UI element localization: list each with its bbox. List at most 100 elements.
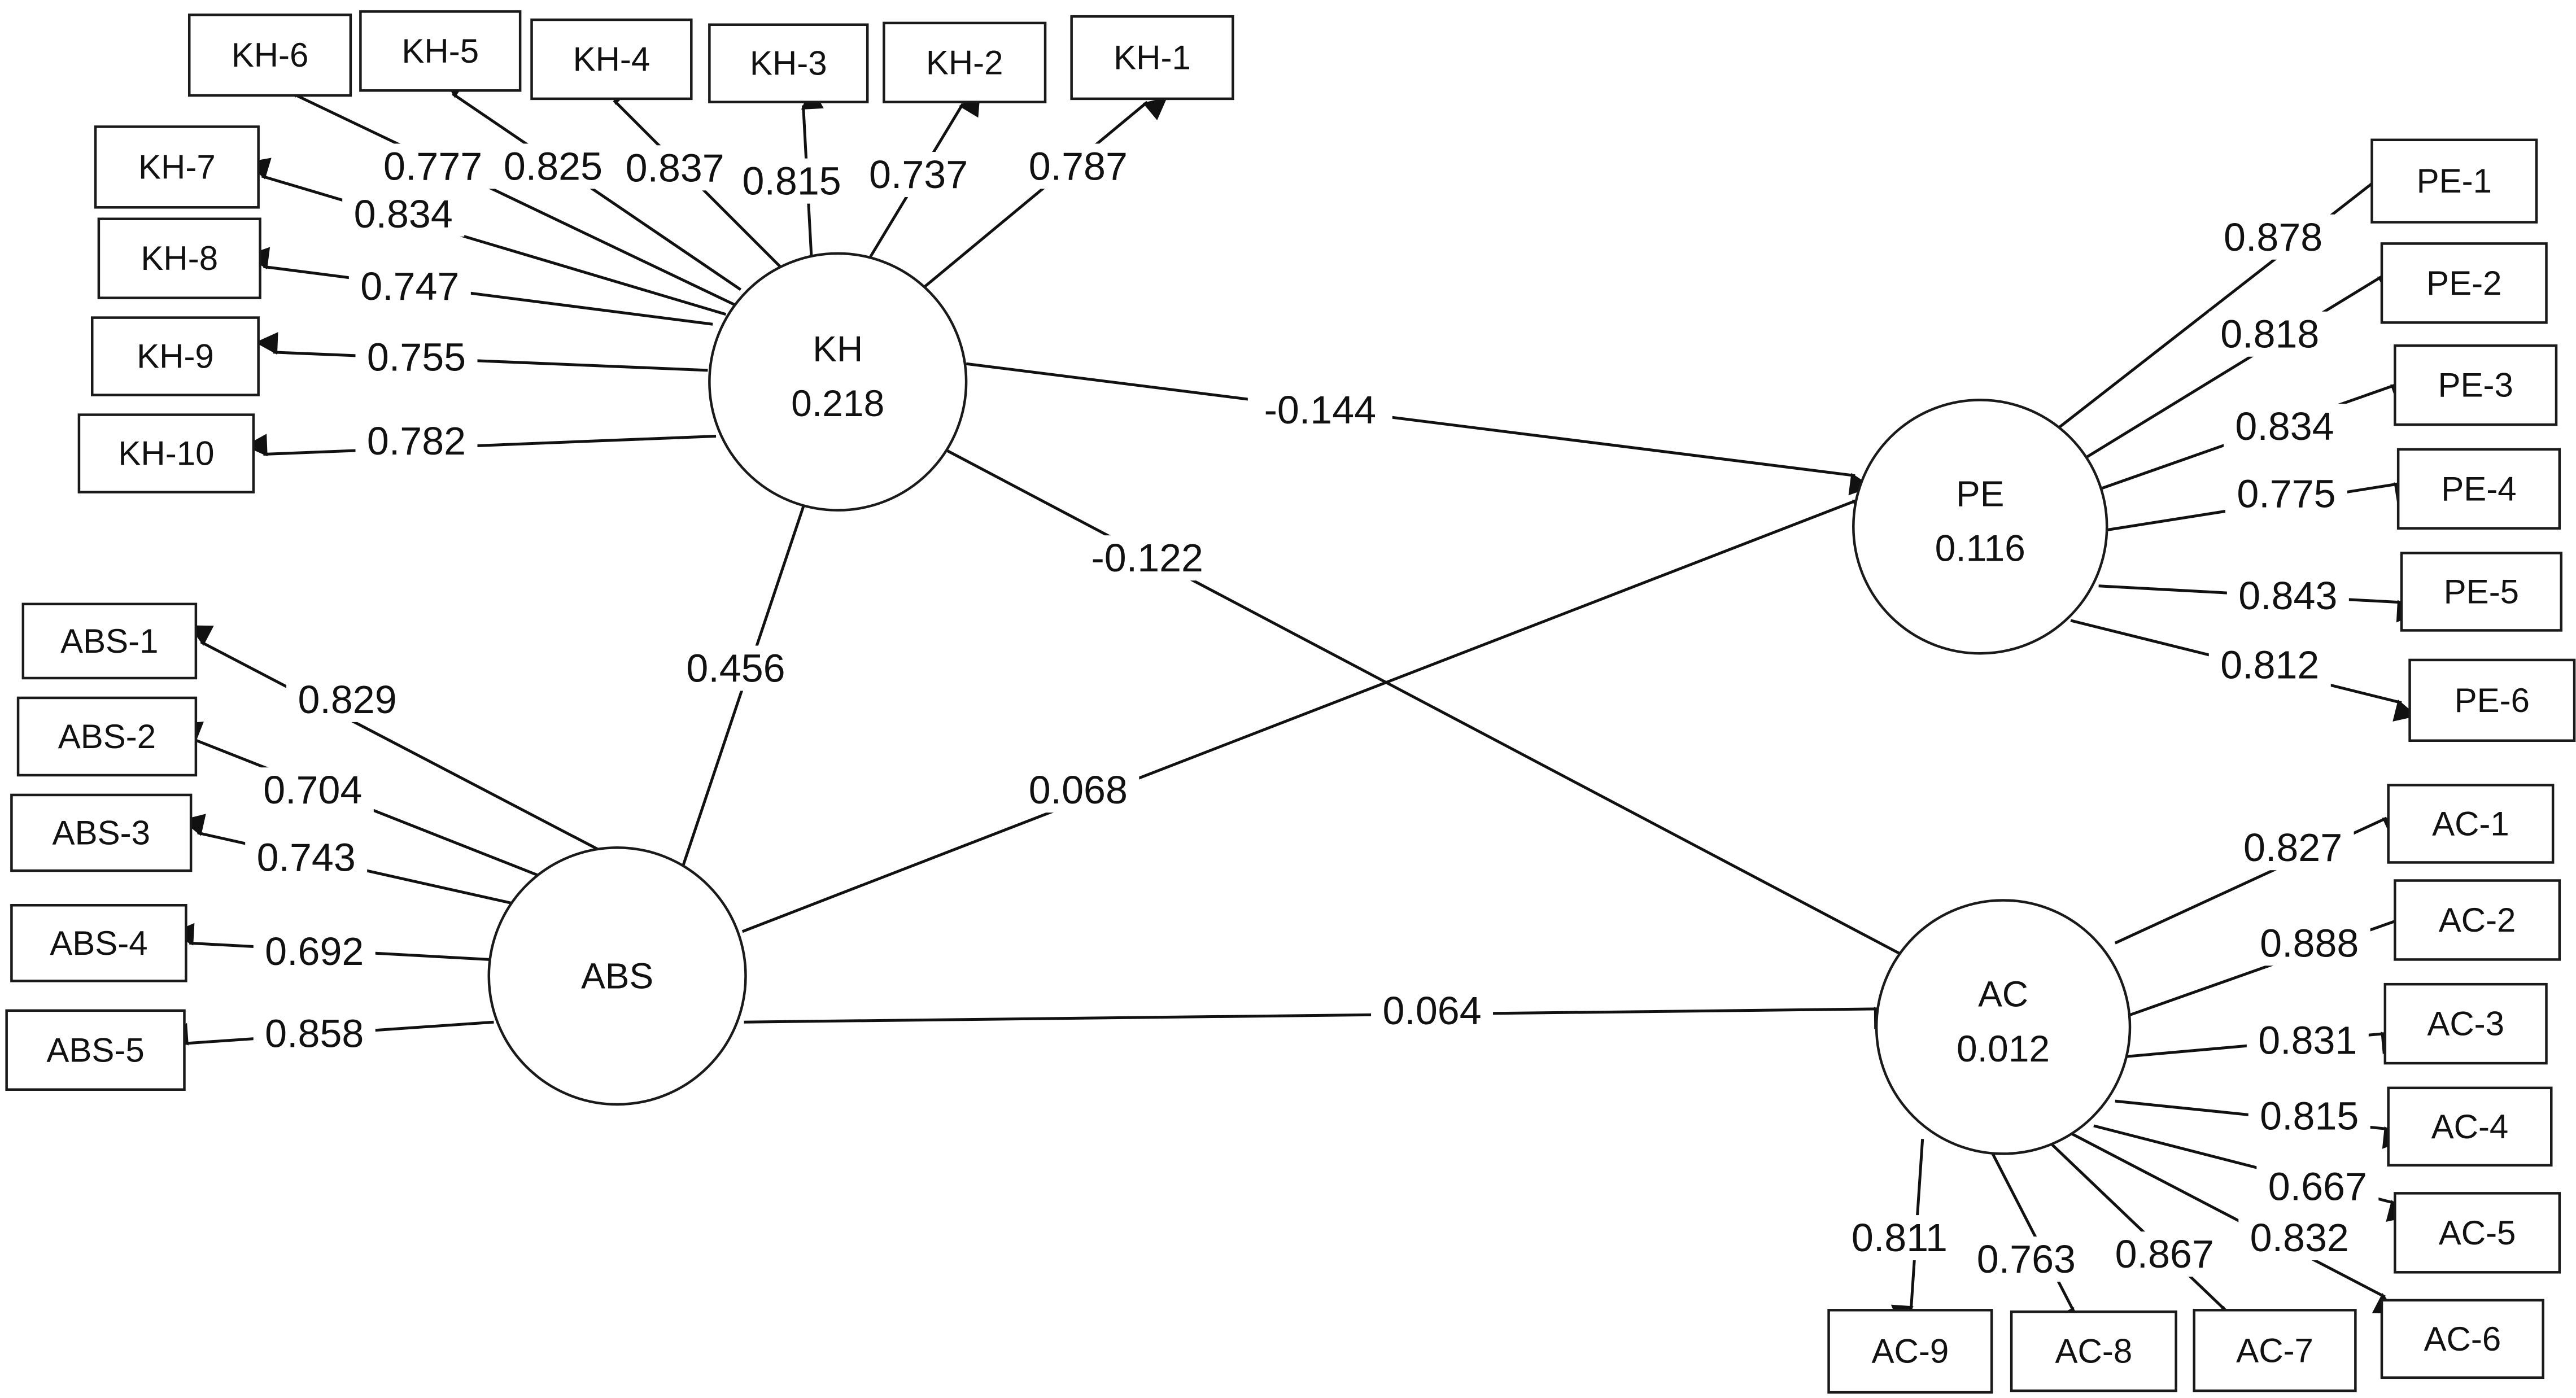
indicator-label-kh-7: KH-7 <box>138 148 216 186</box>
loading-label-kh-9-group: 0.755 <box>355 334 478 380</box>
loading-label-pe-2: 0.818 <box>2220 312 2319 356</box>
loading-label-ac-4-bg <box>2248 1093 2370 1139</box>
indicator-box-kh-10 <box>77 413 255 493</box>
indicator-box-pe-2 <box>2380 242 2548 324</box>
loading-label-ac-8-group: 0.763 <box>1965 1236 2088 1282</box>
indicator-label-pe-4: PE-4 <box>2441 470 2516 508</box>
loading-arrow-kh-9 <box>255 332 708 372</box>
loading-label-ac-9-bg <box>1838 1215 1961 1261</box>
loading-label-pe-6: 0.812 <box>2220 643 2319 687</box>
loading-label-kh-4-group: 0.837 <box>614 145 736 191</box>
indicator-abs-3: ABS-3 <box>10 793 193 872</box>
indicator-ac-8: AC-8 <box>2010 1310 2177 1392</box>
loading-label-pe-5: 0.843 <box>2238 574 2337 618</box>
indicator-label-pe-2: PE-2 <box>2426 264 2501 302</box>
indicator-label-kh-6: KH-6 <box>232 36 309 74</box>
indicator-label-abs-1: ABS-1 <box>60 622 158 660</box>
construct-circle-abs <box>487 846 747 1106</box>
indicator-kh-9: KH-9 <box>90 316 260 396</box>
loading-arrow-ac-6 <box>2068 1131 2398 1314</box>
path-coef-abs-to-ac-bg <box>1371 988 1494 1033</box>
indicator-ac-6: AC-6 <box>2380 1299 2544 1379</box>
loading-label-kh-6: 0.777 <box>383 144 482 188</box>
indicator-box-kh-6 <box>187 13 352 97</box>
loading-label-ac-5: 0.667 <box>2268 1165 2367 1209</box>
indicator-label-kh-3: KH-3 <box>750 45 827 82</box>
construct-kh: KH 0.218 <box>708 252 968 512</box>
indicator-label-ac-4: AC-4 <box>2431 1108 2509 1146</box>
indicator-ac-2: AC-2 <box>2394 879 2561 961</box>
loading-arrow-pe-2 <box>2080 274 2403 462</box>
loading-label-ac-8-bg <box>1965 1236 2088 1282</box>
indicator-box-kh-3 <box>708 23 869 103</box>
indicator-box-pe-1 <box>2370 138 2538 224</box>
indicator-box-kh-4 <box>530 18 693 101</box>
indicator-label-kh-5: KH-5 <box>401 32 479 70</box>
loading-label-ac-4-group: 0.815 <box>2248 1093 2370 1139</box>
loading-label-pe-6-group: 0.812 <box>2208 642 2331 688</box>
loading-label-kh-10-group: 0.782 <box>355 418 478 464</box>
indicator-box-abs-5 <box>5 1009 186 1091</box>
loading-label-kh-8: 0.747 <box>360 264 459 308</box>
indicator-box-kh-2 <box>883 21 1047 103</box>
indicator-ac-4: AC-4 <box>2387 1086 2553 1167</box>
loading-label-abs-3-group: 0.743 <box>245 835 368 880</box>
loading-label-kh-7: 0.834 <box>354 192 453 236</box>
indicator-pe-2: PE-2 <box>2380 242 2548 324</box>
loading-label-kh-8-bg <box>348 264 471 309</box>
construct-name-kh: KH <box>813 329 863 369</box>
indicator-kh-6: KH-6 <box>187 13 352 97</box>
indicator-box-ac-8 <box>2010 1310 2177 1392</box>
loading-label-kh-10-bg <box>355 418 478 464</box>
indicator-kh-8: KH-8 <box>97 217 261 299</box>
loading-label-pe-1: 0.878 <box>2224 215 2322 259</box>
construct-pe: PE0.116 <box>1852 399 2108 655</box>
indicator-box-ac-7 <box>2193 1309 2357 1392</box>
indicator-label-ac-8: AC-8 <box>2055 1333 2133 1370</box>
loading-label-ac-4: 0.815 <box>2260 1094 2359 1138</box>
indicator-label-abs-2: ABS-2 <box>58 718 156 755</box>
path-coef-kh-to-ac-bg <box>1075 535 1220 581</box>
indicator-box-ac-9 <box>1827 1309 1993 1394</box>
indicator-box-ac-4 <box>2387 1086 2553 1167</box>
loading-arrow-kh-8 <box>246 247 713 326</box>
loading-label-kh-4: 0.837 <box>626 146 724 190</box>
path-coef-abs-to-pe: 0.068 <box>1029 768 1128 812</box>
loading-label-pe-3-group: 0.834 <box>2224 403 2346 449</box>
indicator-label-kh-10: KH-10 <box>118 435 214 473</box>
indicator-ac-5: AC-5 <box>2394 1192 2561 1274</box>
loading-label-kh-1: 0.787 <box>1029 144 1128 188</box>
indicator-box-ac-6 <box>2380 1299 2544 1379</box>
loading-label-pe-2-bg <box>2208 311 2331 357</box>
indicator-box-kh-9 <box>90 316 260 396</box>
indicator-pe-4: PE-4 <box>2396 448 2561 530</box>
indicator-label-ac-9: AC-9 <box>1872 1333 1949 1370</box>
loading-label-kh-7-group: 0.834 <box>342 191 465 237</box>
construct-r2-pe: 0.116 <box>1935 527 2025 569</box>
loading-label-ac-3: 0.831 <box>2258 1018 2357 1062</box>
loading-arrow-ac-8 <box>1984 1138 2076 1333</box>
indicator-label-pe-1: PE-1 <box>2417 162 2492 200</box>
indicator-kh-1: KH-1 <box>1070 15 1234 101</box>
indicator-box-abs-4 <box>10 904 187 982</box>
path-coef-abs-to-kh-bg <box>675 645 797 691</box>
indicator-box-abs-1 <box>21 602 198 680</box>
loading-label-kh-6-group: 0.777 <box>372 143 494 189</box>
indicator-box-ac-3 <box>2383 982 2548 1065</box>
construct-r2-kh: 0.218 <box>791 382 884 424</box>
loading-label-pe-3: 0.834 <box>2235 404 2334 448</box>
loading-label-kh-1-group: 0.787 <box>1017 143 1139 189</box>
loading-label-kh-5: 0.825 <box>504 144 602 188</box>
loading-arrow-kh-1 <box>924 97 1168 288</box>
loading-label-kh-3-group: 0.815 <box>731 158 853 204</box>
loading-arrow-kh-7 <box>246 158 727 316</box>
indicator-label-kh-2: KH-2 <box>926 43 1003 81</box>
loading-label-pe-4-group: 0.775 <box>2225 471 2347 517</box>
indicator-box-pe-3 <box>2394 344 2558 426</box>
indicator-box-ac-1 <box>2387 784 2555 864</box>
path-coef-kh-to-pe: -0.144 <box>1264 388 1376 432</box>
loading-label-pe-6-bg <box>2208 642 2331 688</box>
loading-arrow-ac-7 <box>2041 1134 2233 1330</box>
path-coef-abs-to-kh: 0.456 <box>686 646 785 690</box>
